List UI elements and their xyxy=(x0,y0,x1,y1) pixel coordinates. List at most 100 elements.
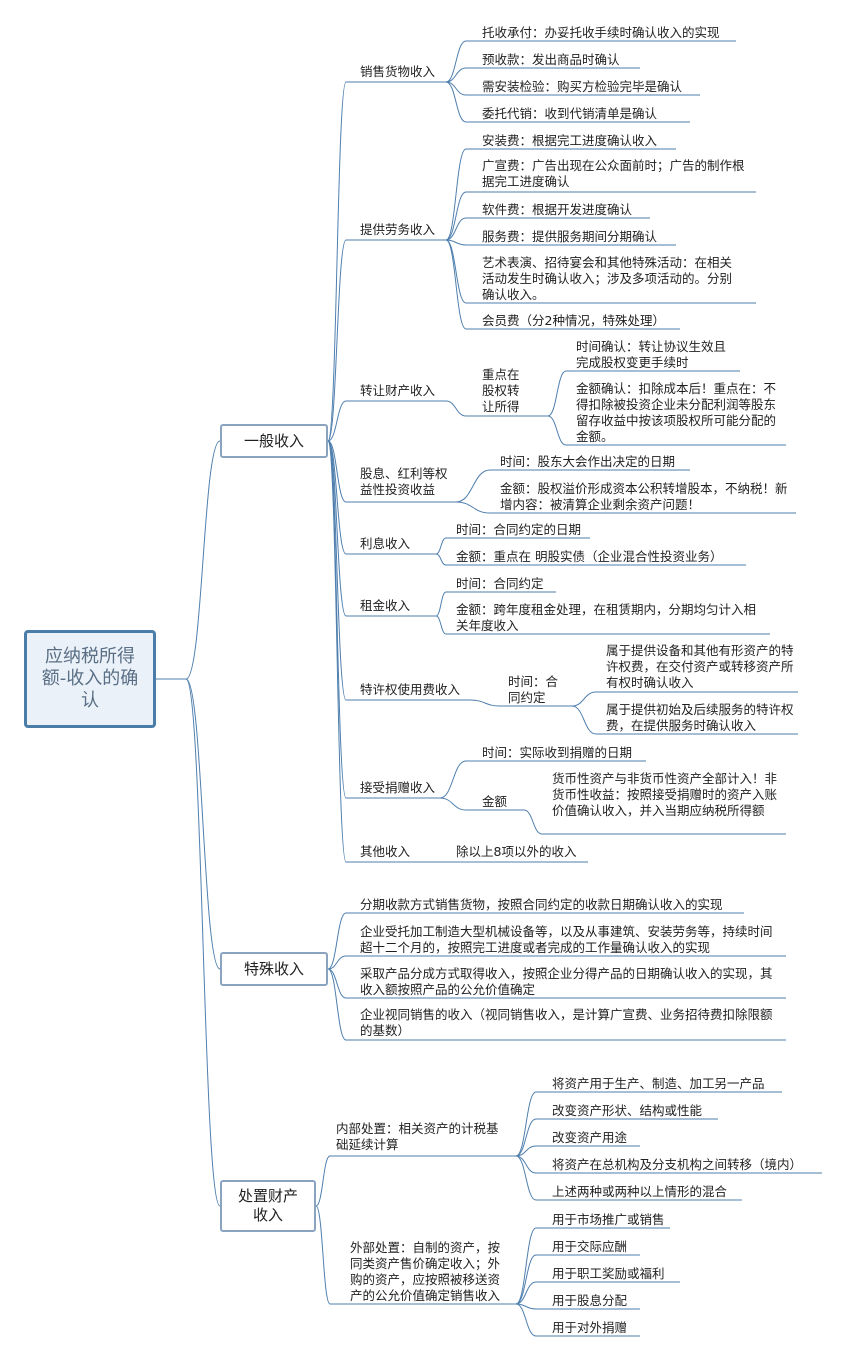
node-sales-item[interactable]: 需安装检验：购买方检验完毕是确认 xyxy=(482,79,683,94)
node-external-item[interactable]: 用于股息分配 xyxy=(552,1293,628,1308)
branch-general-income[interactable]: 一般收入 xyxy=(220,424,328,458)
node-sales[interactable]: 销售货物收入 xyxy=(360,64,436,79)
node-donation-amount[interactable]: 金额 xyxy=(482,794,508,809)
node-interest-item[interactable]: 金额：重点在 明股实债（企业混合性投资业务） xyxy=(456,549,723,564)
connector-line xyxy=(185,440,221,680)
connector-line xyxy=(327,968,347,1041)
connector-line xyxy=(515,1303,537,1337)
connector-line xyxy=(315,1155,331,1207)
node-other-detail[interactable]: 除以上8项以外的收入 xyxy=(456,844,577,859)
connector-line xyxy=(327,440,347,863)
node-rent[interactable]: 租金收入 xyxy=(360,598,411,613)
node-service-item[interactable]: 会员费（分2种情况，特殊处理） xyxy=(482,313,665,328)
node-donation[interactable]: 接受捐赠收入 xyxy=(360,780,436,795)
node-disposal-external[interactable]: 外部处置：自制的资产，按同类资产售价确定收入；外购的资产，应按照被移送资产的公允… xyxy=(350,1240,501,1303)
node-rent-item[interactable]: 时间：合同约定 xyxy=(456,576,544,591)
connector-line xyxy=(327,440,347,617)
connector-line xyxy=(455,501,491,514)
connector-line xyxy=(445,239,467,330)
connector-line xyxy=(445,81,467,123)
node-rent-item[interactable]: 金额：跨年度租金处理，在租赁期内，分期均匀计入相关年度收入 xyxy=(456,602,757,633)
connector-line xyxy=(327,440,347,701)
connector-line xyxy=(515,1254,537,1305)
branch-disposal-income[interactable]: 处置财产收入 xyxy=(220,1180,316,1232)
connector-line xyxy=(445,217,467,241)
connector-line xyxy=(445,239,467,304)
node-royalty-time[interactable]: 时间：合同约定 xyxy=(508,674,559,705)
node-sales-item[interactable]: 托收承付：办妥托收手续时确认收入的实现 xyxy=(482,25,720,40)
node-external-item[interactable]: 用于职工奖励或福利 xyxy=(552,1266,665,1281)
node-disposal-internal[interactable]: 内部处置：相关资产的计税基础延续计算 xyxy=(336,1121,499,1152)
node-service[interactable]: 提供劳务收入 xyxy=(360,222,436,237)
node-dividend-item[interactable]: 时间：股东大会作出决定的日期 xyxy=(500,454,676,469)
branch-special-label: 特殊收入 xyxy=(243,959,304,978)
node-interest[interactable]: 利息收入 xyxy=(360,536,411,551)
connector-line xyxy=(547,370,567,417)
root-label: 应纳税所得额-收入的确认 xyxy=(41,646,139,711)
node-transfer-item[interactable]: 时间确认：转让协议生效且完成股权变更手续时 xyxy=(576,339,727,370)
node-service-item[interactable]: 广宣费：广告出现在公众面前时；广告的制作根据完工进度确认 xyxy=(482,158,745,189)
connector-line xyxy=(435,591,447,617)
node-dividend[interactable]: 股息、红利等权益性投资收益 xyxy=(360,466,448,497)
node-donation-detail[interactable]: 货币性资产与非货币性资产全部计入！非货币性收益：按照接受捐赠时的资产入账价值确认… xyxy=(552,771,778,818)
node-special-item[interactable]: 分期收款方式销售货物，按照合同约定的收款日期确认收入的实现 xyxy=(360,897,723,912)
node-external-item[interactable]: 用于交际应酬 xyxy=(552,1239,628,1254)
connector-line xyxy=(439,760,467,799)
connector-line xyxy=(523,809,543,835)
node-transfer-item[interactable]: 金额确认：扣除成本后！重点在：不得扣除被投资企业未分配利润等股东留存收益中按该项… xyxy=(576,381,777,444)
node-royalty-item[interactable]: 属于提供设备和其他有形资产的特许权费，在交付资产或转移资产所有权时确认收入 xyxy=(606,643,794,690)
connector-line xyxy=(185,678,221,970)
connector-line xyxy=(327,81,347,442)
connector-line xyxy=(571,705,597,735)
connector-line xyxy=(435,615,447,635)
node-internal-item[interactable]: 将资产用于生产、制造、加工另一产品 xyxy=(552,1076,765,1091)
connector-line xyxy=(515,1091,537,1157)
node-sales-item[interactable]: 预收款：发出商品时确认 xyxy=(482,52,620,67)
connector-line xyxy=(315,1205,331,1305)
node-dividend-item[interactable]: 金额：股权溢价形成资本公积转增股本，不纳税！新增内容：被清算企业剩余资产问题！ xyxy=(500,481,788,512)
connector-line xyxy=(515,1155,537,1201)
connector-line xyxy=(515,1155,537,1174)
node-service-item[interactable]: 软件费：根据开发进度确认 xyxy=(482,202,633,217)
connector-line xyxy=(445,67,467,83)
node-internal-item[interactable]: 上述两种或两种以上情形的混合 xyxy=(552,1184,728,1199)
connector-line xyxy=(327,239,347,442)
connector-line xyxy=(547,415,567,446)
branch-disposal-label: 处置财产收入 xyxy=(237,1187,298,1224)
connector-line xyxy=(445,148,467,241)
connector-line xyxy=(515,1118,537,1157)
node-service-item[interactable]: 安装费：根据完工进度确认收入 xyxy=(482,133,658,148)
connector-line xyxy=(445,191,467,241)
connector-line xyxy=(185,678,221,1207)
node-transfer-focus[interactable]: 重点在股权转让所得 xyxy=(482,367,520,414)
connector-line xyxy=(515,1281,537,1305)
node-special-item[interactable]: 企业受托加工制造大型机械设备等，以及从事建筑、安装劳务等，持续时间超十二个月的，… xyxy=(360,924,773,955)
node-service-item[interactable]: 艺术表演、招待宴会和其他特殊活动：在相关活动发生时确认收入；涉及多项活动的。分别… xyxy=(482,255,733,302)
connector-line xyxy=(469,699,501,707)
node-royalty-item[interactable]: 属于提供初始及后续服务的特许权费，在提供服务时确认收入 xyxy=(606,702,794,733)
node-donation-time[interactable]: 时间：实际收到捐赠的日期 xyxy=(482,745,633,760)
node-special-item[interactable]: 采取产品分成方式取得收入，按照企业分得产品的日期确认收入的实现，其收入额按照产品… xyxy=(360,966,773,997)
node-transfer[interactable]: 转让财产收入 xyxy=(360,383,436,398)
branch-special-income[interactable]: 特殊收入 xyxy=(220,952,328,986)
node-other[interactable]: 其他收入 xyxy=(360,844,411,859)
connector-line xyxy=(327,955,347,970)
node-sales-item[interactable]: 委托代销：收到代销清单是确认 xyxy=(482,106,658,121)
node-royalty[interactable]: 特许权使用费收入 xyxy=(360,682,461,697)
root-node[interactable]: 应纳税所得额-收入的确认 xyxy=(24,630,156,728)
node-internal-item[interactable]: 改变资产形状、结构或性能 xyxy=(552,1103,703,1118)
connector-line xyxy=(445,40,467,83)
connector-line xyxy=(455,469,491,503)
connector-line xyxy=(327,400,347,442)
node-service-item[interactable]: 服务费：提供服务期间分期确认 xyxy=(482,229,658,244)
node-interest-item[interactable]: 时间：合同约定的日期 xyxy=(456,522,582,537)
connector-line xyxy=(435,537,447,555)
node-external-item[interactable]: 用于市场推广或销售 xyxy=(552,1212,665,1227)
node-external-item[interactable]: 用于对外捐赠 xyxy=(552,1320,628,1335)
node-internal-item[interactable]: 将资产在总机构及分支机构之间转移（境内） xyxy=(552,1157,803,1172)
node-special-item[interactable]: 企业视同销售的收入（视同销售收入，是计算广宣费、业务招待费扣除限额的基数） xyxy=(360,1007,773,1038)
connector-line xyxy=(327,912,347,970)
node-internal-item[interactable]: 改变资产用途 xyxy=(552,1130,628,1145)
